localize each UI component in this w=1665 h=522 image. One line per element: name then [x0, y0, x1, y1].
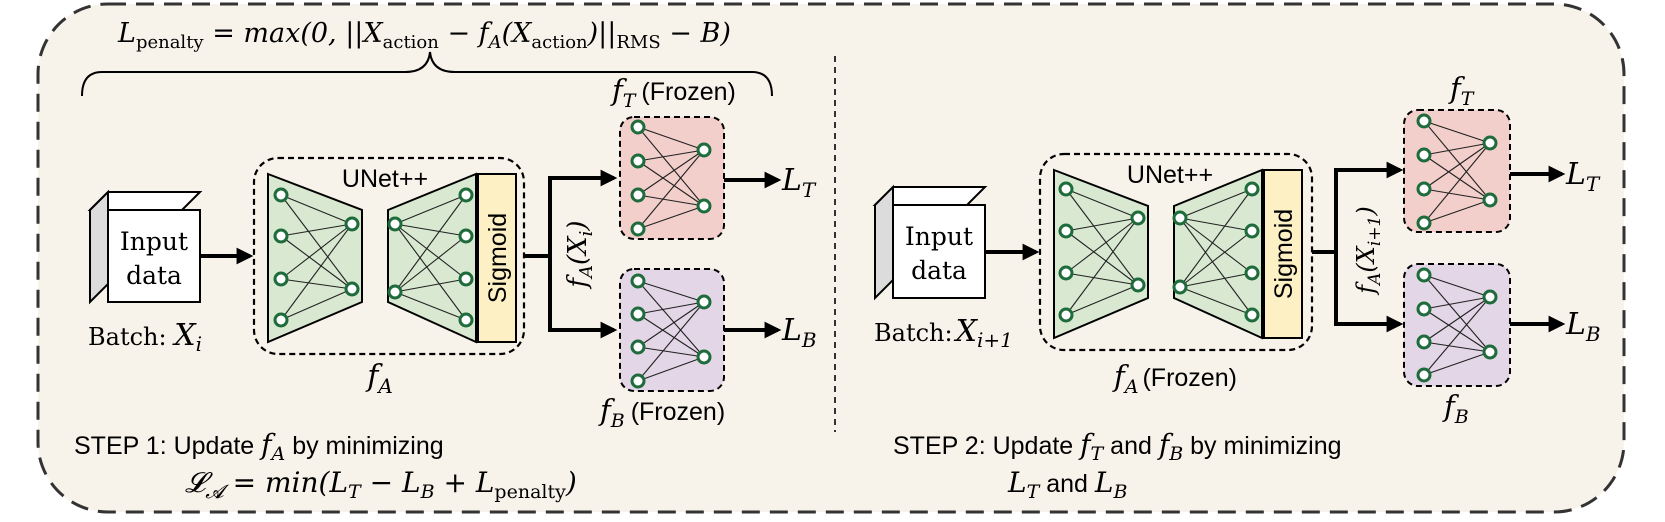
- penalty-formula: Lpenalty = max(0, ||Xaction − fA(Xaction…: [117, 18, 731, 53]
- step2-ft-nodes: [1416, 113, 1498, 231]
- step2-input-line2: data: [911, 256, 967, 285]
- step1-sigmoid-block: [477, 173, 517, 343]
- step1-input-line2: data: [126, 261, 182, 290]
- step1-loss-formula: 𝓛𝓐 = min(LT − LB + Lpenalty): [185, 466, 577, 503]
- step1-arrow-to-ft: [548, 169, 618, 256]
- step1-input-line1: Input: [120, 227, 188, 256]
- step2-fb-nodes: [1416, 267, 1498, 383]
- step2-fb-edges: [1423, 274, 1491, 376]
- step1-input-cube: Input data: [87, 189, 203, 305]
- step1-fb-nodes: [630, 273, 712, 389]
- step1-unet-label: UNet++: [342, 165, 428, 193]
- step2-encoder-nodes: [1058, 181, 1146, 323]
- step2-decoder-edges: [1179, 188, 1253, 316]
- step2-fb-box: [1403, 263, 1511, 387]
- step2-group: Input data Batch:Xi+1 UNet++: [872, 71, 1601, 503]
- step1-caption: STEP 1: Update fA by minimizing: [74, 428, 444, 465]
- step1-decoder-edges: [394, 194, 467, 321]
- step2-batch-label: Batch:Xi+1: [874, 314, 1013, 352]
- step1-fb-edges: [637, 280, 705, 382]
- step1-ft-box: [619, 116, 725, 240]
- step2-encoder-edges: [1065, 188, 1139, 316]
- step1-encoder-block: [267, 172, 363, 344]
- step1-decoder-nodes: [387, 187, 474, 328]
- step1-encoder-edges: [280, 194, 353, 321]
- step1-ft-nodes: [630, 119, 712, 237]
- step2-input-line1: Input: [905, 222, 973, 251]
- outer-panel: [36, 2, 1626, 514]
- step2-lb-label: LB: [1565, 307, 1601, 346]
- step1-ft-edges: [637, 126, 705, 230]
- step1-lb-label: LB: [781, 313, 817, 352]
- step1-lt-label: LT: [781, 163, 817, 202]
- step1-group: Input data Batch: Xi UNet++: [74, 73, 817, 503]
- step2-lt-label: LT: [1565, 157, 1601, 196]
- step2-decoder-nodes: [1172, 181, 1260, 323]
- step1-sigmoid-label: Sigmoid: [484, 213, 512, 303]
- step2-arrow-to-ft: [1334, 161, 1404, 252]
- step2-unet-label: UNet++: [1127, 161, 1213, 189]
- step2-arrow-to-fb: [1334, 252, 1404, 333]
- step2-ft-edges: [1423, 120, 1491, 224]
- step1-encoder-nodes: [273, 187, 360, 328]
- step2-caption-line2: LT and LB: [1007, 466, 1127, 503]
- step1-batch-label: Batch: Xi: [88, 318, 202, 356]
- step2-sigmoid-label: Sigmoid: [1270, 209, 1298, 299]
- step1-fa-xi-label: fA(Xi): [563, 220, 597, 289]
- step2-fa-xi-label: fA(Xi+1): [1352, 206, 1385, 296]
- step1-decoder-block: [387, 172, 477, 344]
- step2-ft-box: [1403, 109, 1511, 233]
- step2-caption: STEP 2: Update fT and fB by minimizing: [893, 428, 1342, 465]
- step2-sigmoid-block: [1263, 169, 1303, 339]
- formula-brace: [81, 51, 773, 97]
- step2-input-cube: Input data: [872, 184, 988, 301]
- step1-arrow-to-fb: [548, 256, 618, 339]
